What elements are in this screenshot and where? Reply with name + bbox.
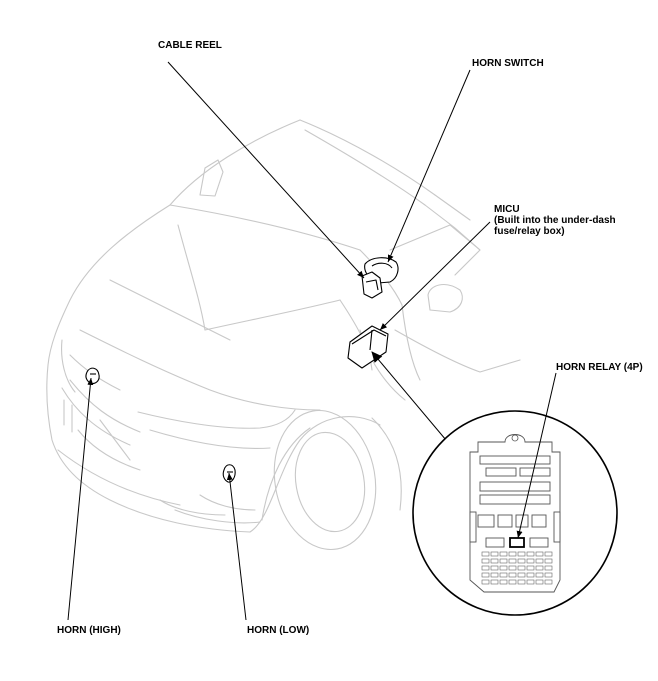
fuse-slot [544, 579, 553, 585]
horn-switch-leader [387, 69, 471, 263]
fuse-slot [508, 572, 517, 578]
fuse-slot [526, 572, 535, 578]
fuse-slot [499, 572, 508, 578]
micu-leader [379, 221, 491, 331]
fuse-slot [499, 565, 508, 571]
fuse-slot [499, 551, 508, 557]
micu-component [347, 325, 389, 369]
fuse-slot [481, 558, 490, 564]
detail-callout-arrow [371, 351, 447, 441]
fuse-slot [508, 558, 517, 564]
fuse-slot [544, 572, 553, 578]
cable-reel-label: CABLE REEL [158, 40, 222, 51]
fuse-slot [526, 579, 535, 585]
micu-label-line3: fuse/relay box) [494, 226, 565, 237]
fuse-slot [517, 565, 526, 571]
fuse-slot [535, 551, 544, 557]
horn-relay-highlight [509, 537, 525, 548]
fuse-slot [517, 579, 526, 585]
fuse-slot [544, 551, 553, 557]
fuse-slot [544, 565, 553, 571]
horn-high-label: HORN (HIGH) [57, 625, 121, 636]
fuse-slot [481, 565, 490, 571]
fuse-relay-box-detail [412, 410, 618, 616]
fuse-slot [499, 558, 508, 564]
horn-high-leader [67, 377, 94, 621]
fuse-slot [490, 558, 499, 564]
horn-relay-leader [516, 372, 557, 539]
fuse-slot [508, 579, 517, 585]
micu-label-line1: MICU [494, 204, 520, 215]
fuse-slot [535, 572, 544, 578]
horn-low-leader [226, 472, 247, 621]
fuse-slot [508, 565, 517, 571]
fuse-slot [526, 565, 535, 571]
micu-label: MICU (Built into the under-dash fuse/rel… [494, 204, 616, 237]
fuse-slot [517, 558, 526, 564]
fuse-slot [490, 565, 499, 571]
fuse-slot [535, 558, 544, 564]
micu-label-line2: (Built into the under-dash [494, 215, 616, 226]
horn-high-component [85, 367, 100, 385]
fuse-slot [517, 551, 526, 557]
vehicle-outline [46, 119, 521, 551]
fuse-slot [535, 565, 544, 571]
fuse-slot [544, 558, 553, 564]
fuse-slot [526, 558, 535, 564]
fuse-slot [535, 579, 544, 585]
fuse-slot [490, 572, 499, 578]
cable-reel-leader [167, 61, 365, 279]
fuse-slot [481, 551, 490, 557]
fuse-slot [526, 551, 535, 557]
fuse-slot [508, 551, 517, 557]
horn-low-label: HORN (LOW) [247, 625, 310, 636]
fuse-slot [490, 579, 499, 585]
horn-switch-label: HORN SWITCH [472, 58, 544, 69]
fuse-slot [481, 572, 490, 578]
fuse-slot [490, 551, 499, 557]
fuse-slot [517, 572, 526, 578]
horn-relay-label: HORN RELAY (4P) [556, 362, 643, 373]
fuse-slot [481, 579, 490, 585]
cable-reel-component [361, 271, 383, 299]
fuse-slot [499, 579, 508, 585]
